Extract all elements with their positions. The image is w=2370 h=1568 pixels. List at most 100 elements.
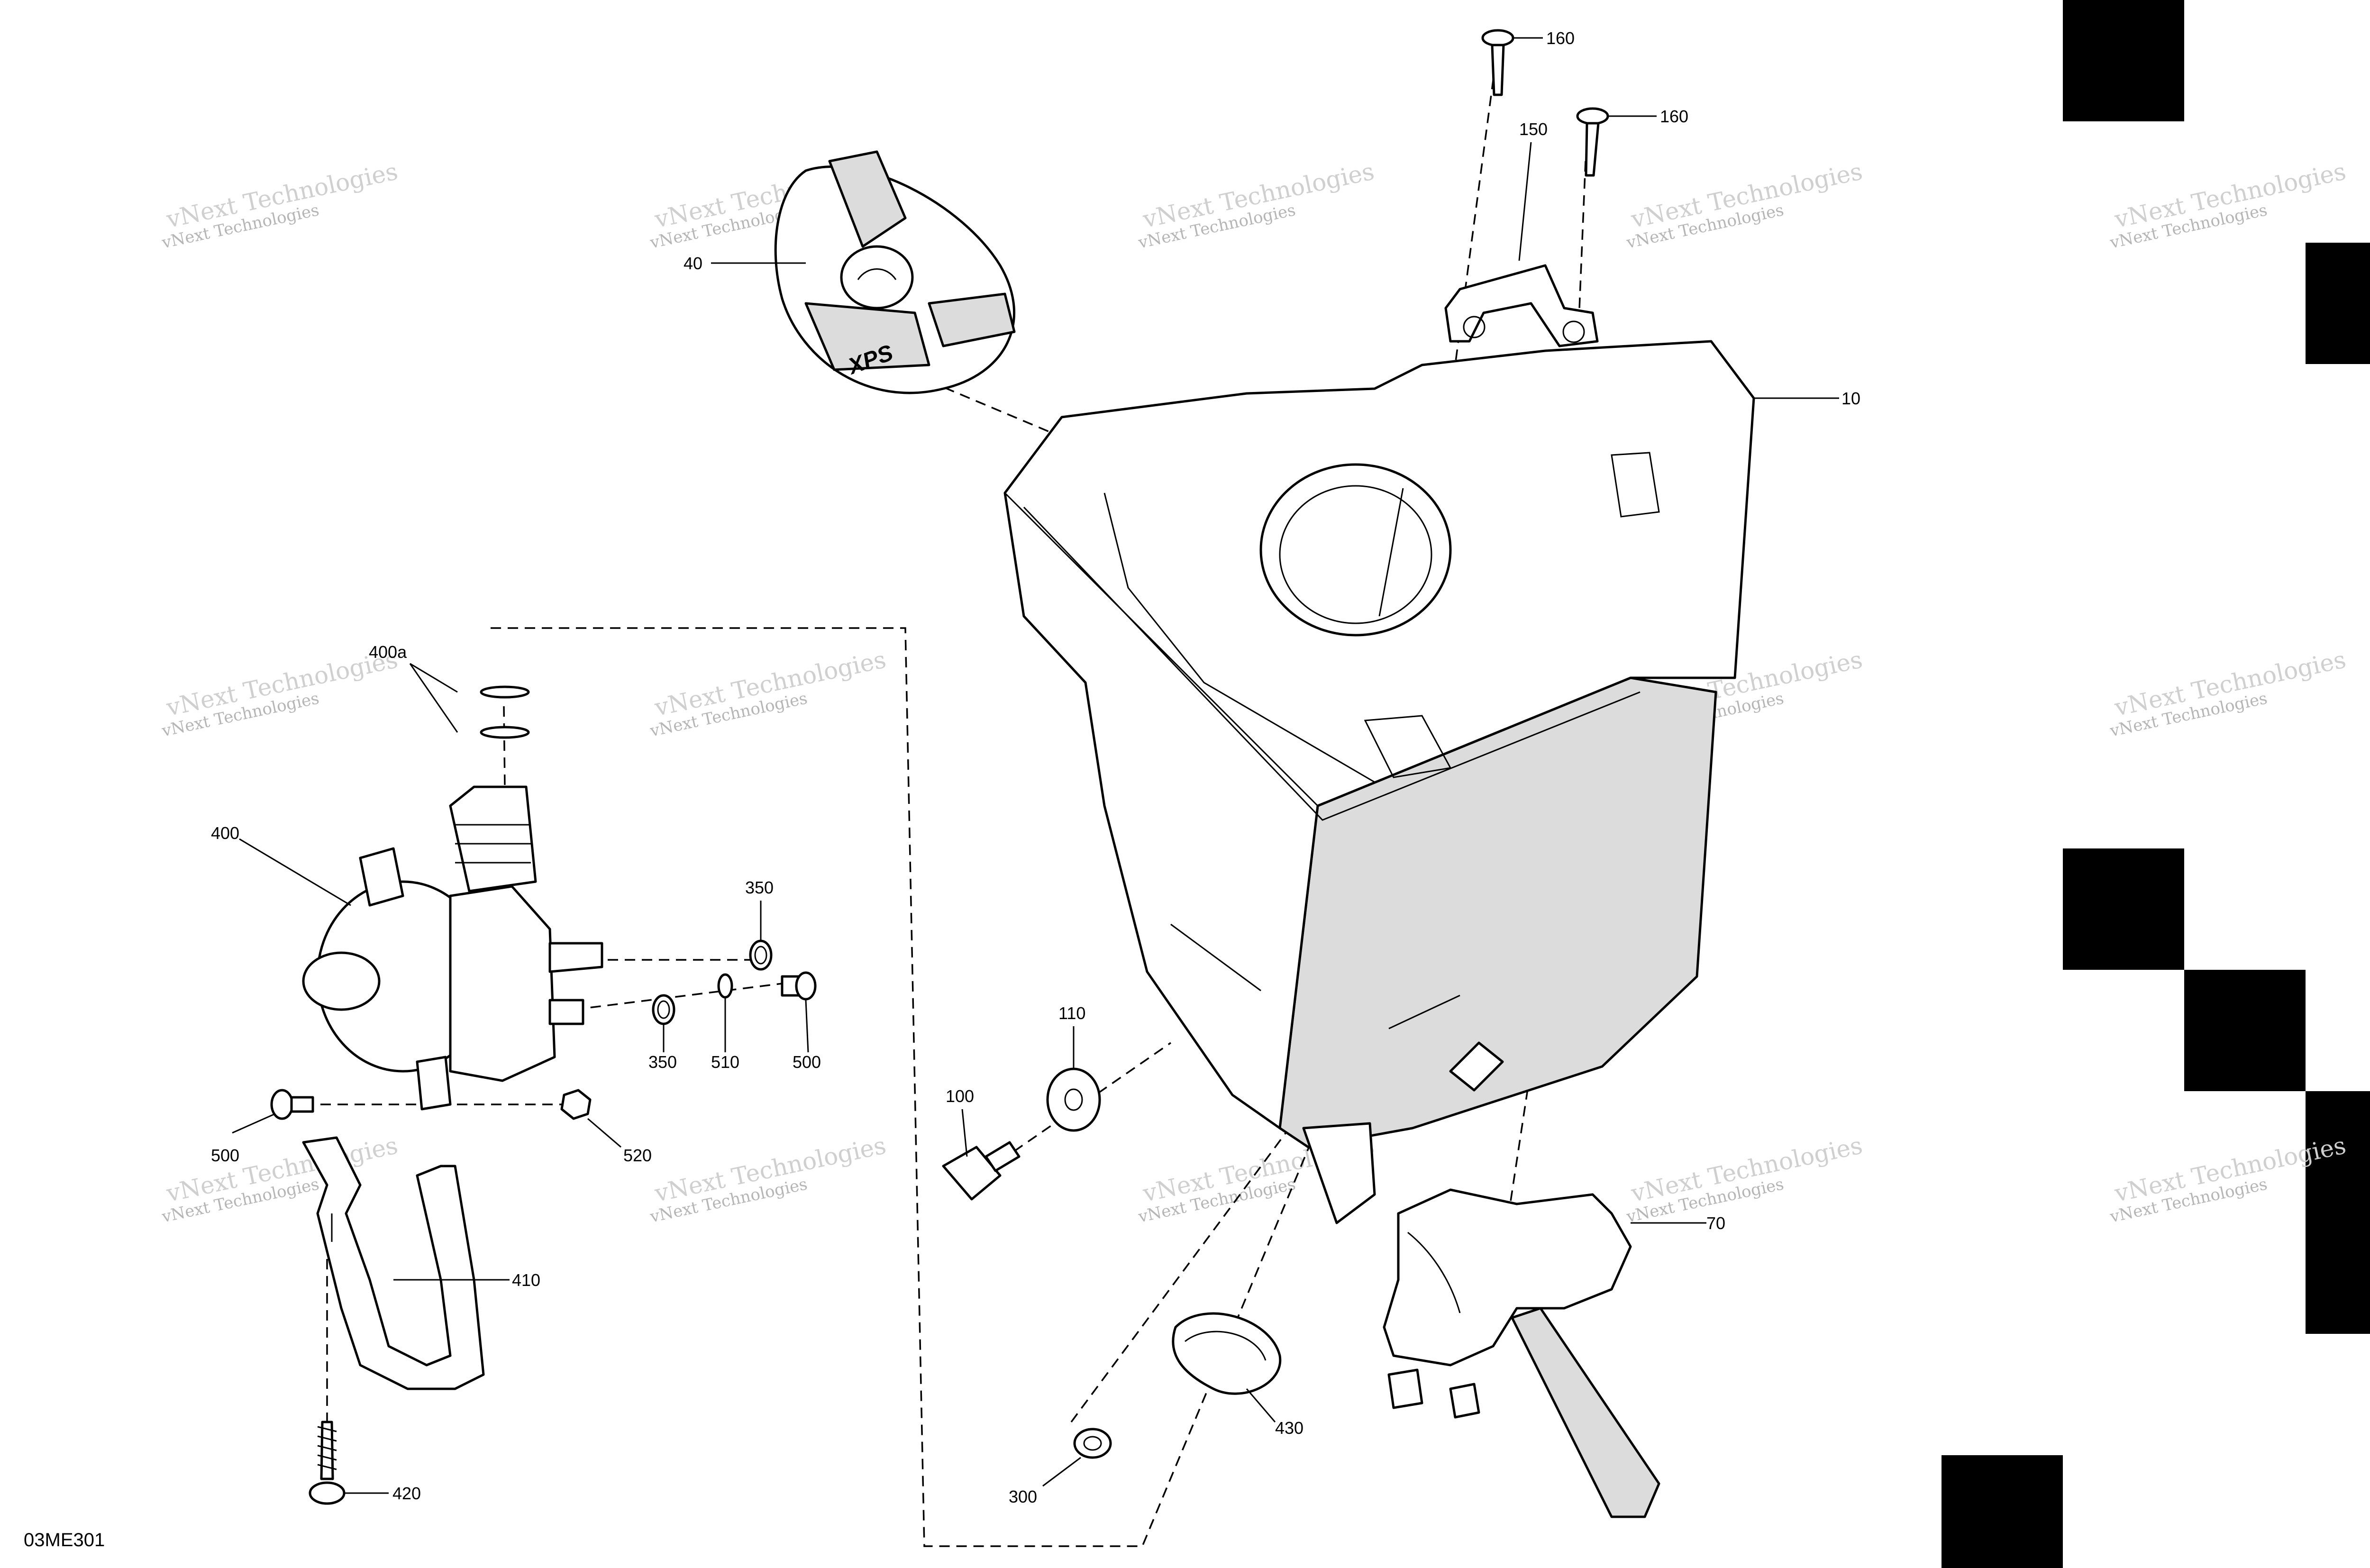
bolt-head	[942, 1146, 1002, 1201]
reg-block	[1942, 1455, 2063, 1568]
callout-400: 400	[211, 823, 239, 843]
hose-clamp-300	[1073, 1428, 1112, 1459]
spring-clip	[652, 994, 675, 1025]
tank-slot	[1611, 452, 1660, 518]
filler-neck-outer	[1259, 463, 1452, 637]
pump-connector	[359, 847, 404, 907]
fuel-tank	[1003, 340, 1755, 1224]
cap-grip-bottom	[804, 302, 930, 371]
tank-pocket	[1364, 715, 1452, 778]
watermark: vNext Technologies vNext Technologies	[648, 646, 888, 741]
cap-center-boss	[840, 245, 914, 310]
pump-outlet-bottom	[548, 999, 584, 1025]
hose-route-line	[491, 627, 1361, 1547]
bolt-100	[942, 1141, 1021, 1201]
screw-500-left	[270, 1089, 314, 1120]
bolt-head	[1481, 29, 1514, 47]
callout-420: 420	[392, 1484, 421, 1503]
callout-300: 300	[1009, 1487, 1037, 1506]
callout-430: 430	[1275, 1418, 1304, 1438]
leader-lines	[232, 37, 1839, 1494]
pump-mount-tab	[416, 1056, 452, 1111]
bracket-hole	[1562, 320, 1585, 343]
callout-500-right: 500	[793, 1052, 821, 1072]
o-rings	[480, 685, 530, 739]
watermark: vNext Technologies vNext Technologies	[160, 157, 400, 253]
leader-400a-2	[409, 663, 458, 733]
bolt-160b-line	[1577, 161, 1586, 332]
leader-300	[1042, 1457, 1081, 1487]
fuel-symbol-icon	[857, 268, 897, 280]
callout-160-second: 160	[1660, 107, 1688, 126]
watermark: vNext Technologies vNext Technologies	[160, 1131, 400, 1227]
pump-head	[449, 885, 556, 1082]
clip-350-bottom	[652, 994, 675, 1025]
callout-labels: 160 160 150 40 10 400a 400 350 350 510 5…	[211, 28, 1860, 1506]
callout-10: 10	[1841, 389, 1860, 408]
leader-500a	[805, 1000, 809, 1053]
pump-support-bracket	[302, 1136, 485, 1390]
tank-line	[1170, 923, 1261, 992]
leader-500b	[232, 1113, 275, 1134]
screw-head	[309, 1481, 346, 1505]
bolt-160-b	[1576, 107, 1609, 177]
fitting-bottom-line	[573, 980, 802, 1011]
watermark: vNext Technologies vNext Technologies	[1136, 157, 1376, 253]
screw-500-right	[781, 971, 817, 1001]
tank-front-face	[1278, 676, 1717, 1149]
callout-40: 40	[684, 254, 702, 273]
screw-head	[795, 971, 817, 1001]
tank-body	[1003, 340, 1755, 1130]
o-ring	[480, 685, 530, 699]
cap-grip-right	[928, 292, 1016, 347]
fuel-cap: XPS	[774, 150, 1016, 394]
watermark: vNext Technologies vNext Technologies	[1624, 157, 1865, 253]
watermark: vNext Technologies vNext Technologies	[160, 646, 400, 741]
filler-neck-rib	[1378, 488, 1404, 617]
screw-420	[309, 1421, 346, 1505]
hose-clamp-430	[1172, 1312, 1282, 1395]
reg-block	[2063, 0, 2184, 121]
screw-thread	[320, 1421, 334, 1480]
bolt-160-a	[1481, 29, 1514, 96]
pump-motor-cap	[302, 951, 381, 1011]
fuel-pump	[302, 785, 603, 1111]
leader-400a-1	[410, 663, 458, 693]
reg-block	[2306, 1091, 2370, 1334]
pump-holder-bracket	[1383, 1188, 1660, 1518]
callout-500-left: 500	[211, 1146, 239, 1165]
tank-arrow-mark	[1388, 994, 1460, 1030]
tank-leg-right	[1449, 1041, 1504, 1092]
pump-outlet-top	[548, 942, 603, 973]
leader-400	[239, 838, 351, 906]
thread-lines	[317, 1426, 337, 1470]
holder-arm	[1511, 1307, 1660, 1518]
reg-block	[2306, 243, 2370, 364]
clip-350-top	[749, 939, 773, 971]
registration-blocks	[1942, 0, 2370, 1568]
o-ring	[480, 726, 530, 739]
bracket-body	[302, 1136, 485, 1390]
callout-350-bottom: 350	[648, 1052, 677, 1072]
clamp-300-line	[1070, 1127, 1290, 1423]
spring-clip-inner	[657, 1000, 670, 1019]
tank-leg-left	[1302, 1122, 1376, 1224]
callout-150: 150	[1519, 119, 1548, 139]
bolt-head	[1576, 107, 1609, 125]
clamp-body	[1073, 1428, 1112, 1459]
clamp-inner	[1185, 1331, 1267, 1361]
callout-350-top: 350	[745, 878, 774, 897]
clamp-band	[1172, 1312, 1282, 1395]
leader-100	[961, 1109, 968, 1157]
nut-520	[560, 1089, 592, 1120]
callout-100: 100	[946, 1086, 974, 1106]
tank-seam-2	[1023, 506, 1641, 821]
oring-axis-line	[503, 706, 506, 787]
washer	[1046, 1067, 1101, 1132]
callout-520: 520	[623, 1146, 652, 1165]
washer-510	[717, 973, 733, 999]
screw-shank	[290, 1096, 314, 1113]
bolt-shank	[1491, 44, 1505, 96]
